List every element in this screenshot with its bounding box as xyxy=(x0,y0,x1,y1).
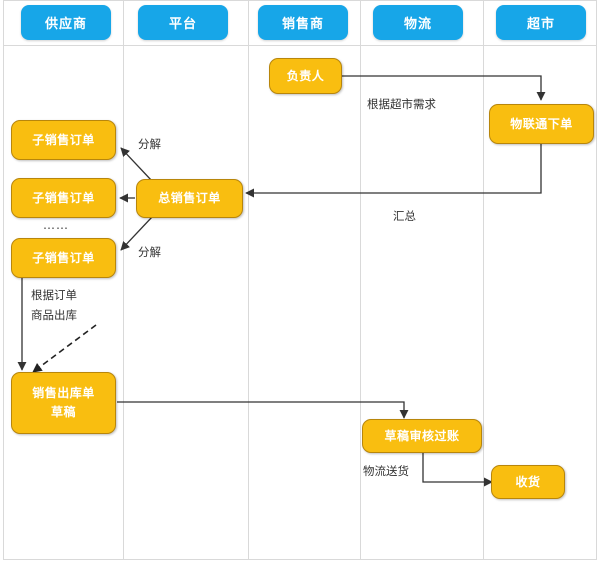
node-outbound-draft-label-line1: 销售出库单 xyxy=(32,386,95,401)
node-owner-label: 负责人 xyxy=(286,68,325,83)
lane-header-reseller[interactable]: 销售商 xyxy=(258,5,348,40)
node-sub-order-1-label: 子销售订单 xyxy=(32,132,95,147)
lane-header-market-label: 超市 xyxy=(526,17,555,32)
grid-header-divider xyxy=(3,45,597,46)
grid-divider-2 xyxy=(248,0,249,560)
edge-label-by-order: 根据订单 xyxy=(31,288,77,302)
edge-label-goods-out: 商品出库 xyxy=(31,308,77,322)
node-receive-label: 收货 xyxy=(515,474,541,489)
node-outbound-draft[interactable]: 销售出库单 草稿 xyxy=(11,372,116,434)
node-owner[interactable]: 负责人 xyxy=(269,58,342,94)
edge-label-demand: 根据超市需求 xyxy=(367,97,436,111)
node-sub-order-2[interactable]: 子销售订单 xyxy=(11,178,116,218)
grid-frame xyxy=(3,0,597,560)
node-sub-order-2-label: 子销售订单 xyxy=(32,190,95,205)
lane-header-supplier[interactable]: 供应商 xyxy=(21,5,111,40)
node-draft-audit-label: 草稿审核过账 xyxy=(384,428,460,443)
edge-label-summary: 汇总 xyxy=(393,209,416,223)
lane-header-logistics-label: 物流 xyxy=(403,17,432,32)
node-iot-order[interactable]: 物联通下单 xyxy=(489,104,594,144)
node-total-order-label: 总销售订单 xyxy=(158,191,221,206)
node-receive[interactable]: 收货 xyxy=(491,465,565,499)
grid-divider-1 xyxy=(123,0,124,560)
node-total-order[interactable]: 总销售订单 xyxy=(136,179,243,218)
grid-divider-3 xyxy=(360,0,361,560)
lane-header-supplier-label: 供应商 xyxy=(44,17,87,32)
lane-header-platform-label: 平台 xyxy=(168,17,197,32)
lane-header-platform[interactable]: 平台 xyxy=(138,5,228,40)
node-iot-order-label: 物联通下单 xyxy=(510,116,573,131)
edge-label-split-bottom: 分解 xyxy=(138,245,161,259)
node-sub-order-3-label: 子销售订单 xyxy=(32,250,95,265)
node-draft-audit[interactable]: 草稿审核过账 xyxy=(362,419,482,453)
node-sub-order-1[interactable]: 子销售订单 xyxy=(11,120,116,160)
lane-header-market[interactable]: 超市 xyxy=(496,5,586,40)
edge-label-split-top: 分解 xyxy=(138,137,161,151)
lane-header-reseller-label: 销售商 xyxy=(281,17,324,32)
edge-label-delivery: 物流送货 xyxy=(363,464,409,478)
ellipsis-indicator: …… xyxy=(43,218,69,232)
swimlane-grid xyxy=(3,0,597,560)
node-outbound-draft-label-line2: 草稿 xyxy=(50,405,76,419)
lane-header-logistics[interactable]: 物流 xyxy=(373,5,463,40)
grid-divider-4 xyxy=(483,0,484,560)
node-sub-order-3[interactable]: 子销售订单 xyxy=(11,238,116,278)
